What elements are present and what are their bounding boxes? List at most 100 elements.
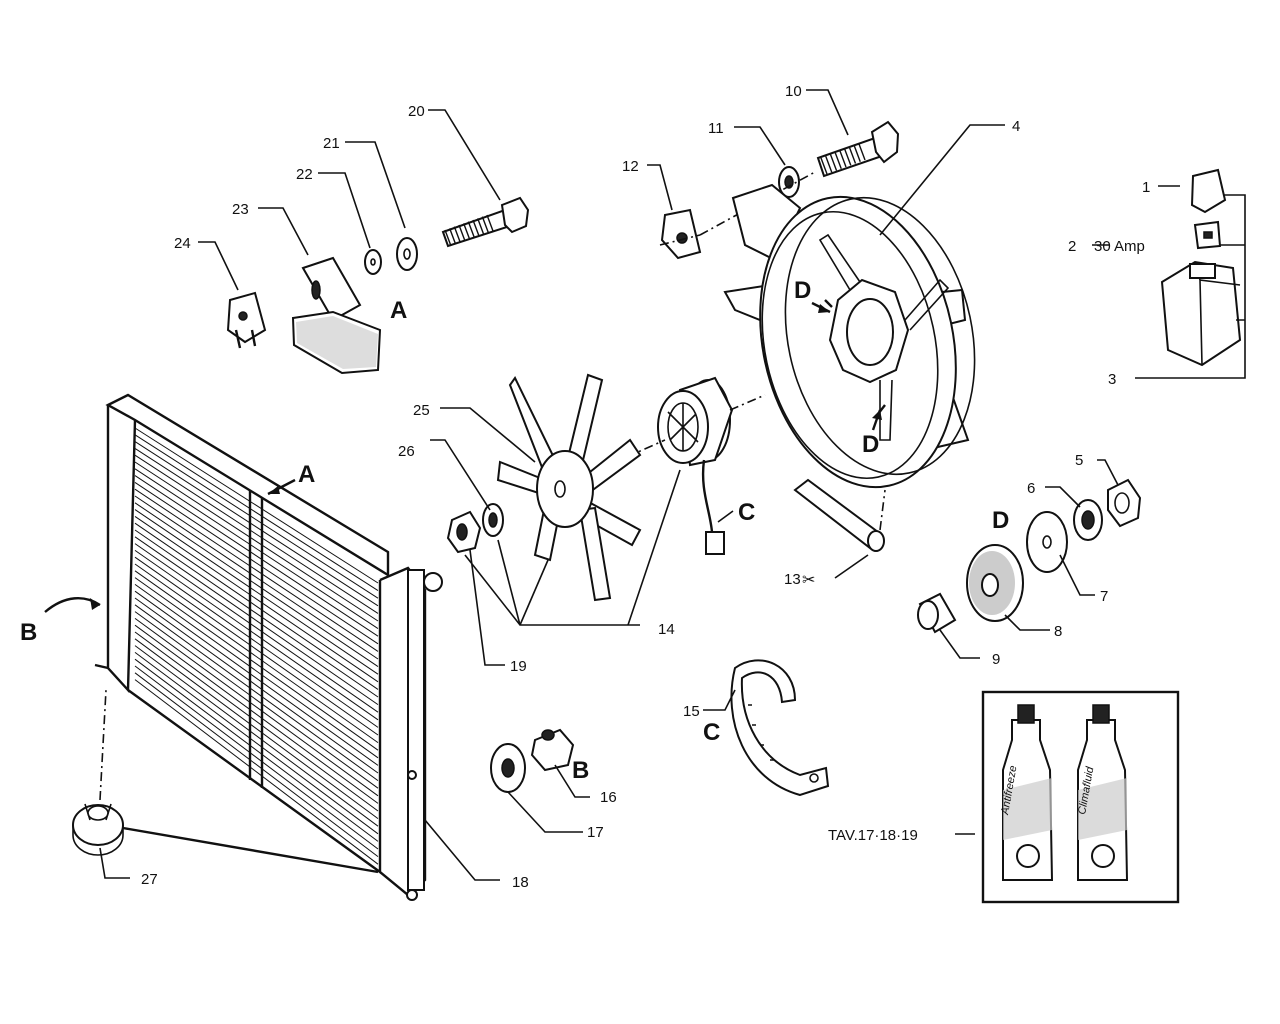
radiator-fin-line (134, 679, 379, 865)
part-label-22: 22 (296, 166, 313, 183)
thread-line (834, 152, 842, 169)
radiator-fin-line (134, 495, 379, 660)
part-label-13: 13 (784, 571, 801, 588)
part-label-7: 7 (1100, 588, 1108, 605)
part-label-19: 19 (510, 658, 527, 675)
radiator-fin-line (134, 672, 379, 857)
relay-fuse-group (1160, 168, 1242, 367)
radiator-fin-line (134, 543, 379, 713)
radiator-fin-line (134, 651, 379, 835)
part-label-21: 21 (323, 135, 340, 152)
radiator-fin-line (134, 563, 379, 736)
radiator-fin-line (134, 468, 379, 630)
radiator-fin-line (134, 604, 379, 782)
shroud-mount-hardware (917, 478, 1142, 634)
thread-line (825, 156, 833, 173)
part-label-12: 12 (622, 158, 639, 175)
radiator-fin-line (134, 665, 379, 850)
thread-line (820, 157, 828, 175)
nut-and-lockwasher (446, 503, 504, 554)
radiator-fin-line (134, 583, 379, 759)
part-label-20: 20 (408, 103, 425, 120)
ref-letter-d-mount: D (992, 507, 1009, 534)
ref-letter-d-shroud-bottom: D (862, 431, 879, 458)
radiator-fin-line (134, 454, 379, 614)
part-label-8: 8 (1054, 623, 1062, 640)
part-label-23: 23 (232, 201, 249, 218)
thread-line (853, 145, 861, 162)
thread-line (486, 214, 494, 232)
ref-letter-c-motor: C (738, 499, 755, 526)
radiator-fin-line (134, 556, 379, 728)
radiator-fin-line (134, 427, 379, 584)
thread-line (472, 219, 480, 237)
thread-line (449, 228, 457, 245)
part-label-11: 11 (708, 120, 724, 137)
radiator-fin-line (134, 590, 379, 766)
part-label-2: 2 (1068, 238, 1076, 255)
thread-line (844, 149, 852, 166)
part-label-16: 16 (600, 789, 617, 806)
thread-line (839, 150, 847, 168)
leader-lines (99, 89, 1246, 881)
foam-strip (793, 478, 886, 552)
bolt-thread (820, 143, 866, 175)
radiator-fin-line (134, 502, 379, 668)
thread-line (848, 147, 857, 164)
reference-arrows (44, 301, 882, 613)
part-label-6: 6 (1027, 480, 1035, 497)
table-reference-label: TAV.17·18·19 (828, 827, 918, 844)
radiator-fin-line (134, 638, 379, 820)
part-label-1: 1 (1142, 179, 1150, 196)
part-label-27: 27 (141, 871, 158, 888)
fuse-rating-label: 30 Amp (1094, 238, 1145, 255)
thread-line (467, 221, 475, 238)
radiator-fin-line (134, 509, 379, 675)
radiator-fins (134, 427, 379, 865)
radiator-fin-line (134, 611, 379, 789)
thread-line (858, 143, 866, 161)
scissors-icon: ✂ (802, 572, 815, 589)
ref-letter-a-radiator: A (298, 461, 315, 488)
thermal-switch (490, 728, 575, 793)
part-label-4: 4 (1012, 118, 1020, 135)
part-label-14: 14 (658, 621, 675, 638)
thread-line (458, 224, 466, 242)
radiator-fin-line (134, 481, 379, 645)
radiator-fin-line (134, 522, 379, 690)
part-label-25: 25 (413, 402, 430, 419)
part-label-15: 15 (683, 703, 700, 720)
reference-letters: A A B B C C D D D (20, 277, 1009, 784)
thread-line (463, 223, 471, 240)
radiator-fin-line (134, 624, 379, 804)
radiator-fin-line (134, 597, 379, 774)
part-label-18: 18 (512, 874, 529, 891)
ref-letter-d-shroud-top: D (794, 277, 811, 304)
radiator-fin-line (134, 529, 379, 698)
part-label-9: 9 (992, 651, 1000, 668)
part-label-24: 24 (174, 235, 191, 252)
radiator-fin-line (134, 658, 379, 842)
part-label-3: 3 (1108, 371, 1116, 388)
fan-motor (574, 376, 766, 555)
ref-letter-b-switch: B (572, 757, 589, 784)
bolt-thread (444, 214, 494, 247)
radiator-fin-line (134, 577, 379, 751)
radiator-fin-line (134, 475, 379, 637)
radiator-fin-line (134, 515, 379, 683)
part-label-5: 5 (1075, 452, 1083, 469)
ref-letter-a-bracket: A (390, 297, 407, 324)
fan-blade (496, 373, 642, 602)
radiator-fin-line (134, 617, 379, 797)
ref-letter-c-clamp: C (703, 719, 720, 746)
radiator (94, 393, 443, 901)
part-label-10: 10 (785, 83, 802, 100)
part-label-17: 17 (587, 824, 604, 841)
thread-line (481, 216, 489, 233)
radiator-fin-line (134, 645, 379, 827)
radiator-fin-line (134, 447, 379, 607)
thread-line (477, 218, 485, 235)
radiator-fin-line (134, 570, 379, 744)
